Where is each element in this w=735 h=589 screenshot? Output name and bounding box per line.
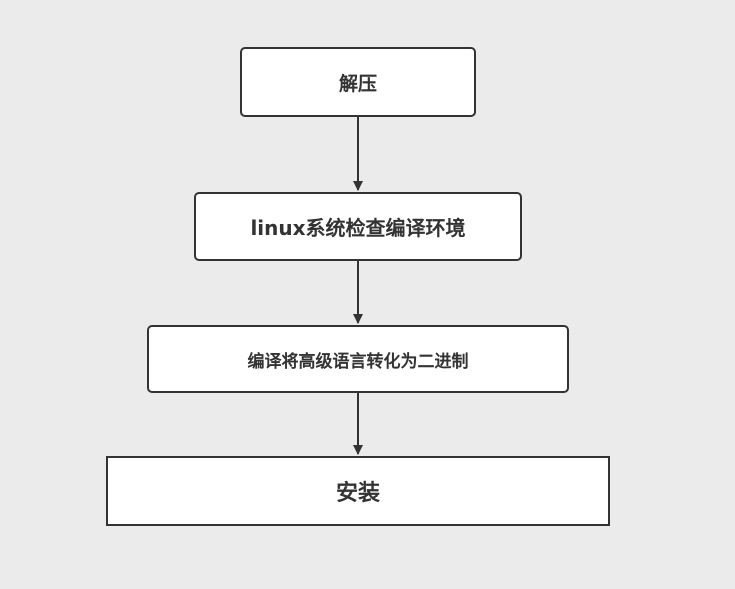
- step-compile-label: 编译将高级语言转化为二进制: [247, 351, 469, 372]
- step-install-label: 安装: [335, 481, 380, 506]
- step-extract-label: 解压: [338, 72, 377, 95]
- step-check-environment-label: linux系统检查编译环境: [250, 216, 466, 240]
- step-install-node: 安装: [106, 456, 610, 526]
- step-check-environment-node: linux系统检查编译环境: [194, 192, 522, 261]
- step-extract-node: 解压: [240, 47, 476, 117]
- step-compile-node: 编译将高级语言转化为二进制: [147, 325, 569, 393]
